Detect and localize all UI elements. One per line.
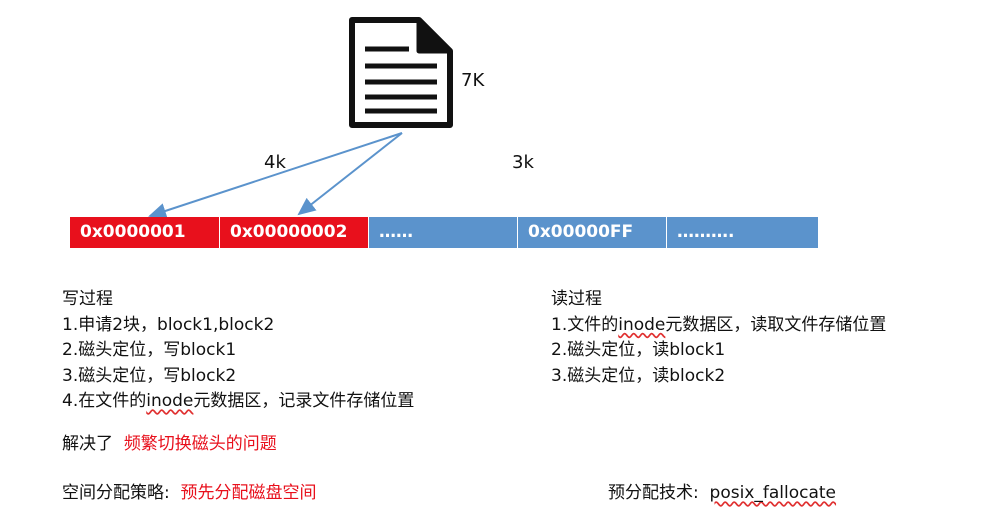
document-icon	[349, 17, 453, 128]
read-title: 读过程	[551, 289, 602, 309]
tech-value: posix_fallocate	[709, 483, 837, 503]
read-step1-suffix: 元数据区，读取文件存储位置	[665, 314, 887, 335]
arrow-to-block1	[148, 132, 403, 219]
solved-line: 解决了 频繁切换磁头的问题	[62, 432, 277, 458]
write-step: 2.磁头定位，写block1	[62, 340, 237, 360]
strategy-line: 空间分配策略: 预先分配磁盘空间	[62, 481, 317, 507]
write-step4-term: inode	[146, 391, 194, 411]
read-step1-prefix: 1.文件的	[551, 314, 619, 335]
tech-label: 预分配技术:	[608, 483, 699, 503]
tech-line: 预分配技术: posix_fallocate	[608, 481, 836, 507]
read-step: 1.文件的inode元数据区，读取文件存储位置	[551, 313, 886, 339]
disk-block: ……	[369, 217, 518, 248]
arrow-to-block2	[297, 132, 403, 216]
split-right-label: 3k	[512, 152, 534, 173]
disk-block: 0x00000002	[220, 217, 369, 248]
split-left-label: 4k	[264, 152, 286, 173]
write-step4-suffix: 元数据区，记录文件存储位置	[193, 391, 415, 411]
read-step: 2.磁头定位，读block1	[551, 340, 726, 360]
file-size-label: 7K	[461, 70, 485, 91]
write-title: 写过程	[62, 289, 113, 309]
disk-block: 0x00000FF	[518, 217, 667, 248]
solved-label: 解决了	[62, 434, 113, 454]
read-step1-term: inode	[618, 314, 666, 335]
disk-block: 0x0000001	[70, 217, 220, 248]
write-step4-prefix: 4.在文件的	[62, 391, 147, 411]
solved-text: 频繁切换磁头的问题	[123, 434, 277, 454]
write-step: 4.在文件的inode元数据区，记录文件存储位置	[62, 389, 414, 415]
strategy-label: 空间分配策略:	[62, 483, 170, 503]
split-arrows	[148, 132, 403, 219]
disk-block: ……….	[667, 217, 818, 248]
read-step: 3.磁头定位，读block2	[551, 365, 726, 386]
write-step: 1.申请2块，block1,block2	[62, 314, 275, 335]
strategy-text: 预先分配磁盘空间	[180, 483, 317, 503]
read-process: 读过程 1.文件的inode元数据区，读取文件存储位置 2.磁头定位，读bloc…	[551, 287, 886, 389]
write-step: 3.磁头定位，写block2	[62, 365, 237, 386]
write-process: 写过程 1.申请2块，block1,block2 2.磁头定位，写block1 …	[62, 287, 414, 415]
